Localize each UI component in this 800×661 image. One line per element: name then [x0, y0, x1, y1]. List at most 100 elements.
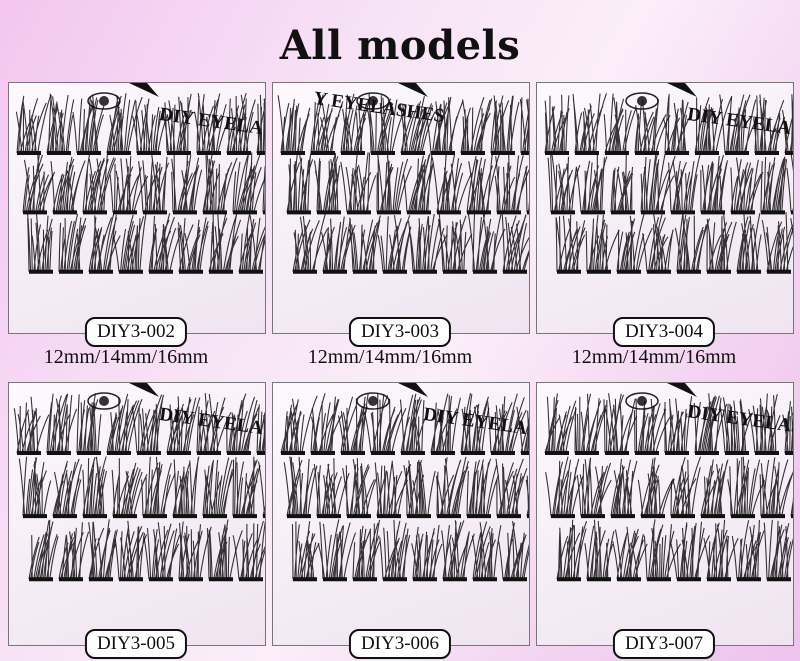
- lash-cluster: [574, 393, 607, 455]
- lash-cluster: [177, 217, 209, 274]
- lash-cluster: [399, 96, 436, 155]
- lash-cluster: [761, 212, 793, 274]
- lash-cluster: [50, 156, 86, 215]
- lash-cluster: [114, 520, 148, 582]
- lash-cluster: [436, 456, 469, 519]
- lash-cluster: [640, 153, 676, 215]
- lash-cluster: [28, 519, 59, 582]
- lash-cluster: [280, 395, 318, 455]
- lash-cluster: [202, 457, 235, 519]
- lash-cluster: [337, 393, 369, 455]
- lash-cluster: [781, 94, 793, 155]
- lash-cluster: [694, 97, 732, 155]
- lash-cluster: [495, 458, 528, 519]
- lash-cluster: [403, 152, 434, 215]
- lash-cluster: [106, 393, 143, 455]
- lash-cluster: [727, 456, 766, 519]
- lash-cluster: [674, 211, 711, 274]
- lash-clusters: [280, 383, 529, 582]
- lash-cluster: [226, 92, 256, 155]
- lash-cluster: [374, 460, 412, 519]
- product-image-diy3-007: DIY EYELASHE: [536, 382, 794, 646]
- lash-cluster: [317, 519, 357, 582]
- lash-cluster: [525, 475, 529, 519]
- lash-cluster: [277, 95, 311, 155]
- lash-cluster: [425, 96, 464, 155]
- lash-cluster: [377, 215, 412, 274]
- lash-cluster: [719, 94, 758, 155]
- lash-cluster: [172, 456, 200, 519]
- lash-cluster: [466, 458, 500, 519]
- lash-cluster: [58, 213, 87, 274]
- lash-cluster: [178, 521, 212, 582]
- lash-cluster: [516, 406, 529, 455]
- lash-cluster: [403, 459, 436, 519]
- lash-cluster: [258, 461, 265, 519]
- lash-cluster: [700, 459, 729, 519]
- eye-illustration-icon: [87, 383, 159, 410]
- model-label: DIY3-004: [612, 317, 716, 347]
- lash-clusters: [544, 83, 793, 274]
- lash-cluster: [670, 521, 710, 582]
- lash-cluster: [719, 397, 753, 455]
- lash-cluster: [736, 212, 762, 274]
- lash-cluster: [637, 457, 675, 519]
- lash-cluster: [26, 212, 53, 274]
- eye-illustration-icon: [87, 83, 159, 110]
- lash-cluster: [460, 393, 490, 455]
- lash-clusters: [13, 383, 265, 582]
- lash-cluster: [22, 152, 56, 215]
- lash-cluster: [790, 218, 793, 237]
- lash-cluster: [256, 94, 265, 155]
- lash-cluster: [760, 156, 788, 215]
- model-label: DIY3-007: [612, 629, 716, 659]
- lash-cluster: [487, 393, 527, 455]
- lash-cluster: [376, 154, 412, 215]
- lash-cluster: [232, 456, 261, 519]
- lash-cluster: [430, 393, 461, 455]
- lash-length-text: 12mm/14mm/16mm: [307, 346, 473, 368]
- lash-cluster: [547, 153, 581, 215]
- lash-cluster: [501, 214, 529, 274]
- lash-cluster: [313, 152, 341, 215]
- lash-cluster: [643, 519, 682, 582]
- lash-cluster: [113, 213, 147, 274]
- lash-cluster: [310, 393, 343, 455]
- lash-cluster: [585, 214, 620, 274]
- lash-cluster: [321, 216, 356, 274]
- lash-cluster: [498, 521, 529, 582]
- product-image-diy3-002: DIY EYELA: [8, 82, 266, 334]
- lash-cluster: [88, 519, 118, 582]
- lash-cluster: [544, 94, 570, 155]
- lash-cluster: [748, 393, 781, 455]
- lash-cluster: [342, 458, 377, 519]
- lash-cluster: [730, 157, 764, 215]
- lash-clusters: [15, 83, 265, 274]
- lash-cluster: [82, 456, 108, 519]
- lash-cluster: [143, 522, 181, 582]
- lash-cluster: [226, 393, 260, 455]
- lash-cluster: [206, 519, 243, 582]
- lash-cluster: [52, 458, 83, 519]
- lash-cluster: [731, 519, 765, 582]
- lash-cluster: [782, 401, 793, 455]
- lash-cluster: [460, 96, 493, 155]
- lash-cluster: [693, 393, 728, 455]
- lash-cluster: [525, 166, 529, 215]
- model-label: DIY3-005: [84, 629, 188, 659]
- lash-cluster: [610, 154, 635, 215]
- lash-cluster: [13, 396, 50, 455]
- lash-cluster: [490, 95, 520, 155]
- lash-cluster: [141, 456, 176, 519]
- lash-cluster: [109, 156, 149, 215]
- lash-cluster: [166, 396, 201, 455]
- lash-cluster: [703, 519, 739, 582]
- lash-cluster: [584, 519, 615, 582]
- lash-cluster: [148, 213, 183, 274]
- eye-illustration-icon: [625, 83, 697, 110]
- lash-cluster: [603, 393, 638, 455]
- lash-cluster: [408, 213, 448, 274]
- lash-cluster: [662, 93, 692, 155]
- eye-illustration-icon: [356, 383, 428, 410]
- lash-cluster: [58, 522, 90, 582]
